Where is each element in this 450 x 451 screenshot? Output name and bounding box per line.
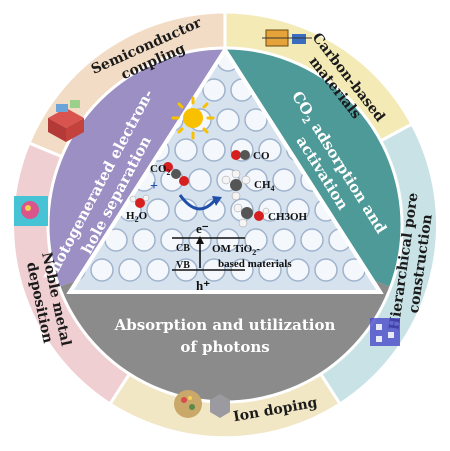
plus-sign: + — [150, 179, 158, 194]
ch4-molecule-icon — [221, 169, 251, 201]
cb-label: CB — [176, 243, 190, 254]
vb-label: VB — [176, 260, 190, 271]
pore — [118, 258, 142, 282]
ch3oh-label: CH3OH — [268, 211, 308, 223]
hierarchical-pore-icon — [370, 318, 400, 346]
pore — [90, 258, 114, 282]
material-label-2: based materials — [218, 258, 292, 270]
ch3oh-molecule-icon — [233, 203, 270, 228]
pore — [272, 228, 296, 252]
pore — [132, 228, 156, 252]
pore — [146, 198, 170, 222]
pore — [216, 108, 240, 132]
h2o-label: H2O — [126, 210, 148, 224]
co2-molecule-icon — [163, 162, 189, 186]
pore — [300, 228, 324, 252]
reaction-arrowhead-icon — [212, 196, 222, 206]
pore — [286, 198, 310, 222]
h2o-molecule-icon — [129, 194, 150, 208]
semiconductor-crystal-icon — [48, 100, 84, 142]
ch4-label: CH4 — [254, 179, 275, 193]
pore — [216, 228, 240, 252]
noble-metal-icon — [14, 196, 48, 226]
material-label: OM TiO2- — [212, 243, 260, 257]
pore — [258, 138, 282, 162]
pore — [286, 258, 310, 282]
co2-label: CO2 — [150, 163, 171, 177]
ion-doping-sphere-icon — [174, 390, 230, 418]
band-diagram — [172, 236, 245, 271]
pore — [202, 78, 226, 102]
pore — [258, 198, 282, 222]
pore — [314, 258, 338, 282]
pore — [258, 258, 282, 282]
pore — [174, 138, 198, 162]
pore — [202, 138, 226, 162]
co-molecule-icon — [231, 150, 250, 160]
pore — [244, 108, 268, 132]
pore — [188, 168, 212, 192]
hole-label: h⁺ — [196, 278, 210, 293]
pore — [244, 228, 268, 252]
pore — [272, 168, 296, 192]
sun-icon — [171, 96, 215, 140]
pore — [146, 258, 170, 282]
sector-bottom-line2: of photons — [180, 338, 269, 356]
co-label: CO — [253, 150, 270, 162]
pore — [160, 228, 184, 252]
electron-label: e⁻ — [196, 221, 209, 236]
reaction-arrow — [178, 194, 217, 211]
sector-bottom-line1: Absorption and utilization — [114, 316, 336, 334]
pore — [70, 50, 72, 72]
carbon-device-icon — [262, 29, 312, 47]
